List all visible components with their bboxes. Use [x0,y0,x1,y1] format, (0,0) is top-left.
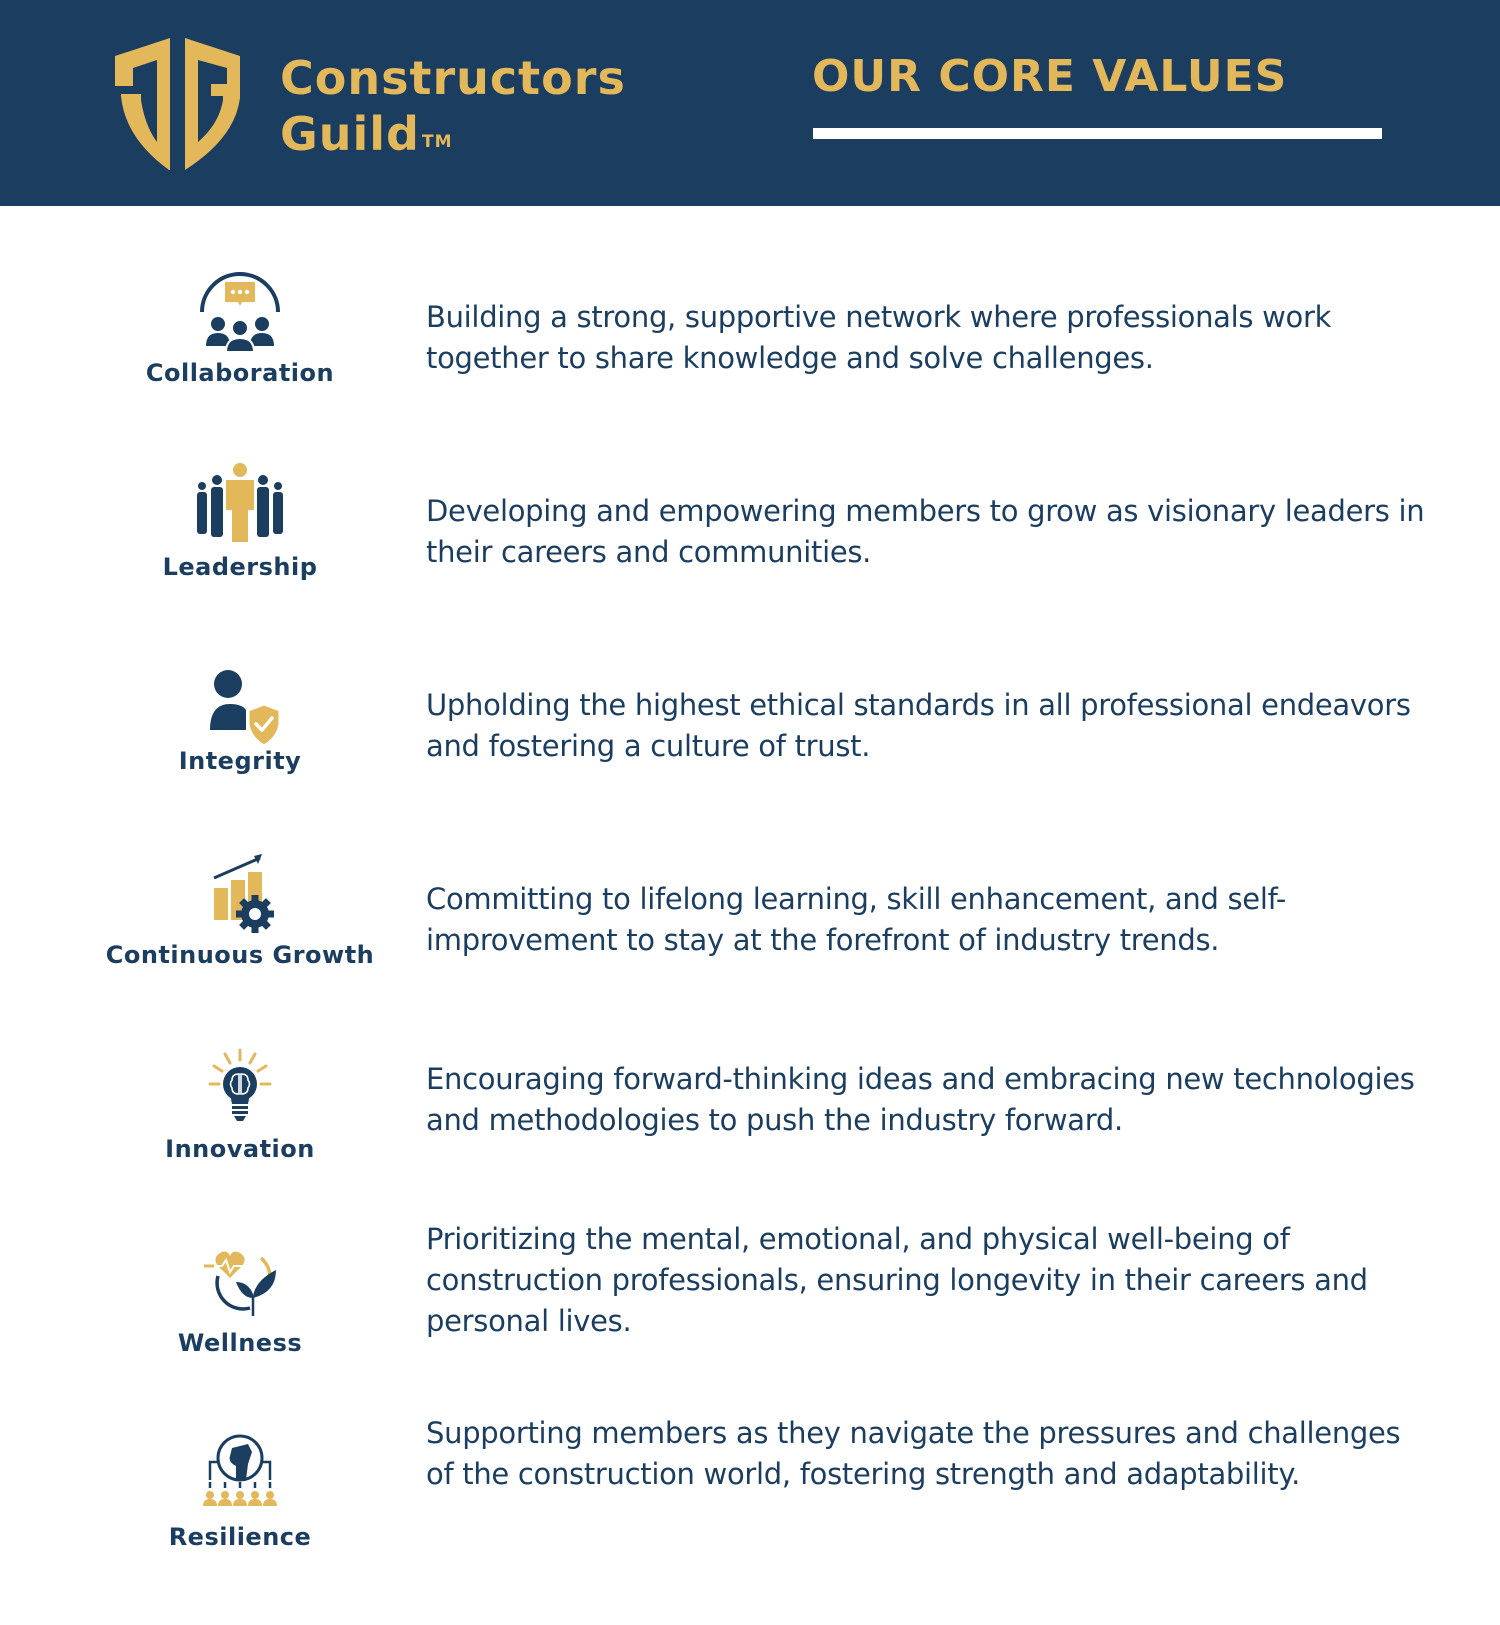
page-title: OUR CORE VALUES [812,51,1288,102]
team-chat-icon [190,266,290,356]
leader-group-icon [190,460,290,550]
value-description: Building a strong, supportive network wh… [426,300,1332,375]
value-row-integrity: Integrity Upholding the highest ethical … [0,594,1500,788]
title-underline [813,128,1382,139]
value-name: Innovation [165,1135,315,1163]
value-row-collaboration: Collaboration Building a strong, support… [0,206,1500,400]
growth-chart-gear-icon [190,848,290,938]
value-name: Integrity [178,747,302,775]
value-row-innovation: Innovation Encouraging forward-thinking … [0,982,1500,1176]
value-name: Resilience [168,1523,312,1551]
brand-name-line2: Guild [280,107,420,161]
jg-shield-logo-icon [115,38,240,170]
value-description: Prioritizing the mental, emotional, and … [426,1222,1368,1338]
value-row-leadership: Leadership Developing and empowering mem… [0,400,1500,594]
value-description: Supporting members as they navigate the … [426,1416,1401,1491]
value-name: Collaboration [145,359,335,387]
value-description: Encouraging forward-thinking ideas and e… [426,1062,1415,1137]
value-name: Continuous Growth [105,941,375,969]
value-description: Committing to lifelong learning, skill e… [426,882,1287,957]
value-row-wellness: Wellness Prioritizing the mental, emotio… [0,1176,1500,1370]
value-row-continuous-growth: Continuous Growth Committing to lifelong… [0,788,1500,982]
fist-community-icon [190,1430,290,1520]
value-name: Wellness [177,1329,303,1357]
value-description: Upholding the highest ethical standards … [426,688,1411,763]
heart-leaf-cycle-icon [190,1236,290,1326]
value-name: Leadership [162,553,318,581]
lightbulb-brain-icon [190,1042,290,1132]
value-row-resilience: Resilience Supporting members as they na… [0,1370,1500,1564]
value-description: Developing and empowering members to gro… [426,494,1425,569]
brand-name-line1: Constructors [280,51,626,105]
person-shield-icon [190,654,290,744]
trademark-symbol: TM [421,132,453,152]
